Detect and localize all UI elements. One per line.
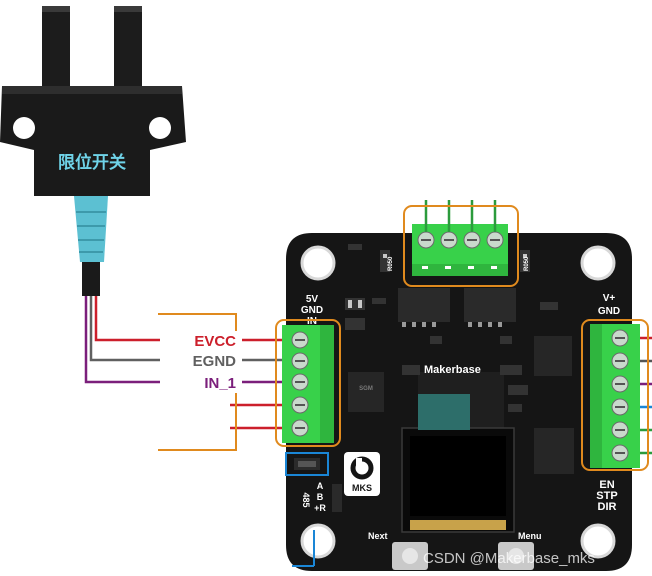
menu-button-label: Menu: [518, 531, 542, 541]
top-terminal-highlight: [403, 205, 519, 287]
label-485: 485: [301, 492, 311, 507]
right-header-labels: V+ GND: [598, 293, 620, 317]
label-egnd: EGND: [193, 353, 237, 370]
mount-hole: [13, 117, 35, 139]
mount-hole: [149, 117, 171, 139]
next-button-label: Next: [368, 531, 388, 541]
mks-logo-text: MKS: [352, 483, 372, 493]
sensor-label: 限位开关: [58, 152, 126, 173]
mks-logo: MKS: [344, 452, 380, 496]
mosfet-chip: [464, 288, 516, 322]
label-bus-r: +R: [314, 503, 326, 513]
left-terminal-highlight: [275, 319, 341, 447]
next-button[interactable]: Next: [368, 531, 428, 570]
resistor-mark: R050: [524, 256, 530, 271]
svg-text:SGM: SGM: [359, 386, 373, 392]
left-terminal-block: [275, 319, 341, 447]
top-terminal-block: [403, 200, 519, 287]
driver-board: SGM MKS Makerbase R050 R050: [285, 233, 632, 571]
mosfet-chip: [398, 288, 450, 322]
label-vplus: V+: [603, 293, 616, 304]
label-evcc: EVCC: [194, 333, 236, 350]
label-bus-a: A: [317, 481, 324, 491]
label-gnd: GND: [301, 305, 323, 316]
label-dir: DIR: [598, 501, 617, 513]
limit-switch-sensor: 限位开关: [0, 6, 186, 296]
board-mount-hole: [580, 245, 616, 281]
board-mount-hole: [580, 523, 616, 559]
resistor-mark: R050: [388, 256, 394, 271]
label-bus-b: B: [317, 492, 324, 502]
jumper-highlight: [285, 452, 329, 476]
board-mount-hole: [300, 523, 336, 559]
label-stp: STP: [596, 490, 617, 502]
board-mount-hole: [300, 245, 336, 281]
brand-silk: Makerbase: [424, 364, 481, 376]
right-terminal-highlight: [581, 319, 649, 471]
label-in1: IN_1: [204, 375, 236, 392]
left-header-labels: 5V GND IN: [298, 292, 328, 327]
regulator-chip: [348, 372, 384, 412]
menu-button[interactable]: Menu: [498, 531, 542, 570]
right-terminal-block: [581, 319, 652, 471]
label-in: IN: [307, 316, 317, 327]
control-labels: EN STP DIR: [596, 479, 617, 513]
bus-labels: A B +R 485: [301, 481, 342, 513]
driver-ic: [534, 428, 574, 474]
label-gnd-right: GND: [598, 306, 620, 317]
oled-screen: [410, 436, 506, 516]
driver-ic: [534, 336, 572, 376]
label-5v: 5V: [306, 294, 319, 305]
watermark: CSDN @Makerbase_mks: [423, 550, 595, 567]
label-en: EN: [599, 479, 614, 491]
oled-ribbon: [418, 394, 470, 430]
